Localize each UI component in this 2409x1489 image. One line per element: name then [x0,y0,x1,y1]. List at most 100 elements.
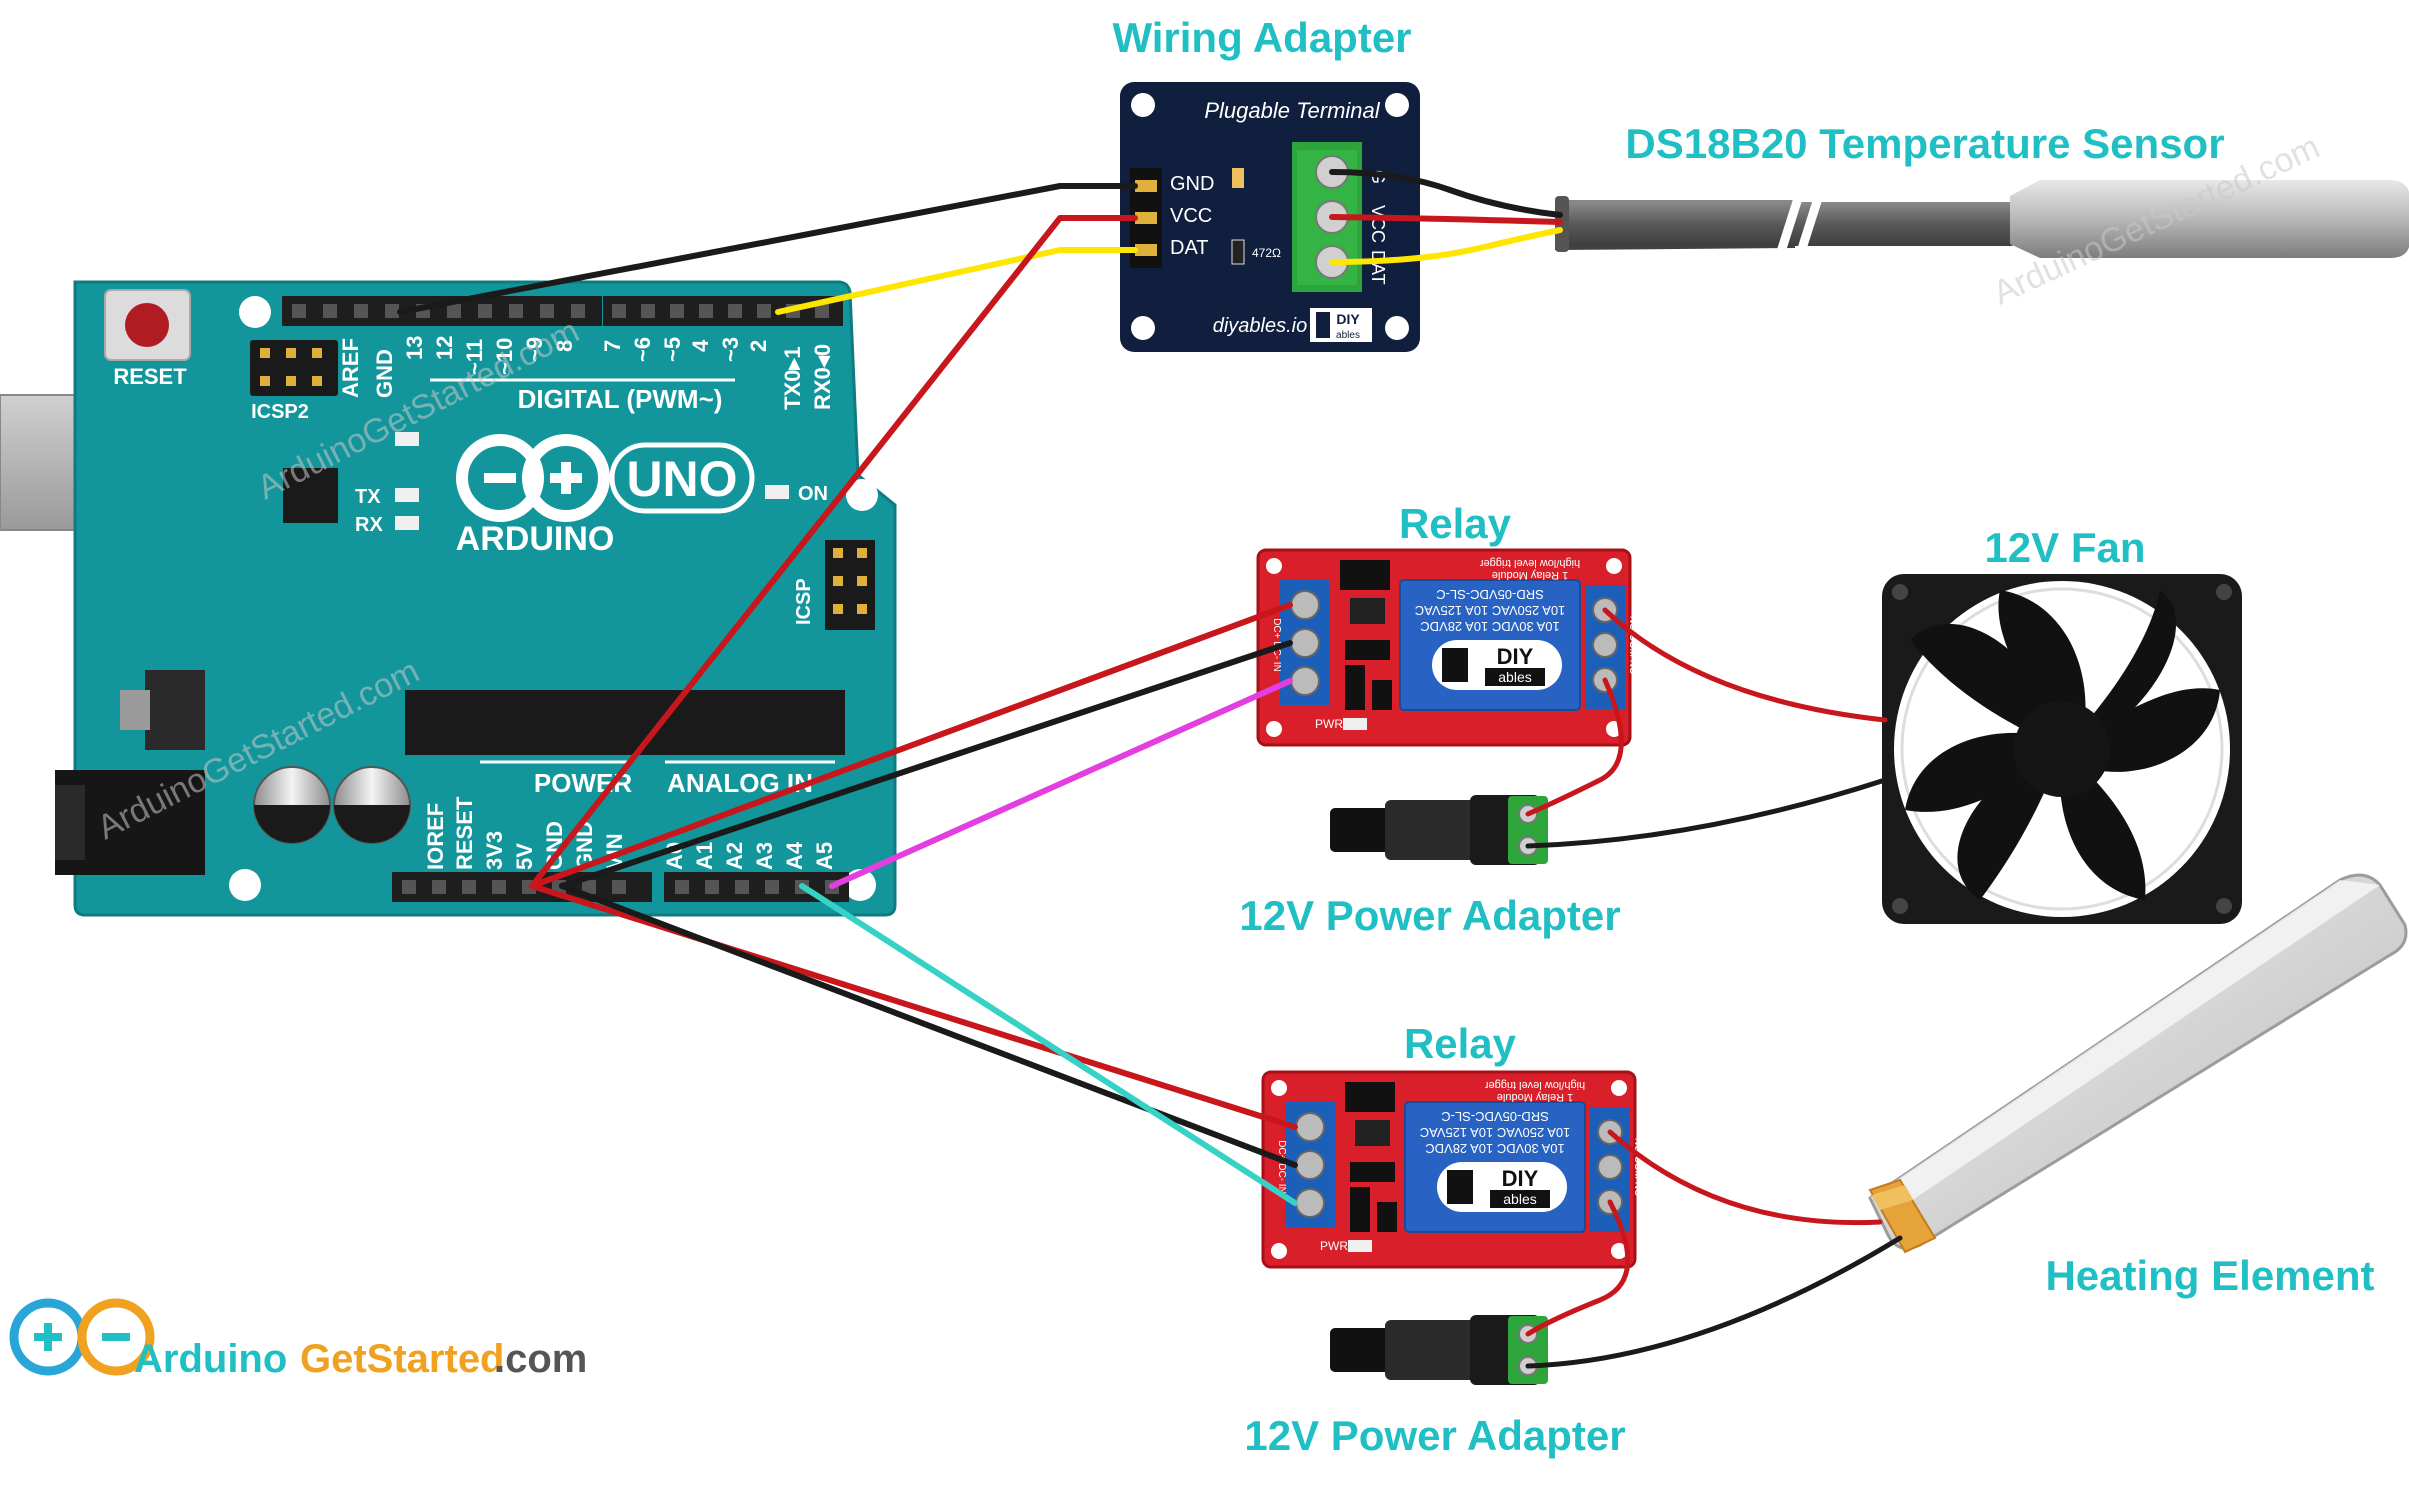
reset-button [125,303,169,347]
pin-9: ~9 [522,337,547,362]
uno-label: UNO [626,451,737,507]
pin-aref: AREF [338,338,363,398]
wire-relay2-power [1525,1199,1631,1337]
relay-2-logo-bottom: ables [1503,1191,1536,1207]
wire-power2-heater [1525,1235,1903,1369]
usb-chip [283,468,338,523]
pin-5v: 5V [512,843,537,870]
relay-module-2: DC+ DC- IN SRD-05VDC-SL-C 10A 250VAC 10A… [1261,1070,1643,1269]
pin-a1: A1 [692,842,717,870]
adapter-pin-dat: DAT [1170,237,1209,259]
tx-label: TX [355,486,381,508]
heating-element-label: Heating Element [2045,1252,2374,1299]
pin-6: ~6 [630,337,655,362]
wire-relay1-power [1525,677,1624,817]
rx-label: RX [355,514,383,536]
relay-1-logo-top: DIY [1497,644,1534,669]
adapter-brand: diyables.io [1213,315,1308,337]
digital-header-low [603,296,843,326]
pin-7: 7 [600,340,625,352]
adapter-logo-bottom: ables [1336,330,1360,341]
adapter-term-dat: DAT [1368,250,1388,285]
relay-1-spec2: 10A 250VAC 10A 125VAC [1415,603,1566,618]
relay-1-label: Relay [1399,500,1512,547]
arduino-infinity-logo [456,434,610,522]
relay-module-1: DC+ DC- IN SRD-05VDC-SL-C 10A 250VAC 10A… [1256,548,1638,747]
adapter-resistor: 472Ω [1252,246,1281,260]
sensor-wire-black [1329,169,1563,218]
wire-relay2-heater [1607,1129,1883,1226]
adapter-pin-vcc: VCC [1170,205,1212,227]
wire-data-adapter [775,247,1138,315]
pin-11: ~11 [462,339,487,375]
pin-a3: A3 [752,842,777,870]
digital-label: DIGITAL (PWM~) [518,384,723,414]
relay-1-spec1: SRD-05VDC-SL-C [1436,587,1544,602]
pin-5: ~5 [660,337,685,362]
wire-a4-relay2 [799,883,1298,1206]
relay-2-input-pins: DC+ DC- IN [1276,1140,1287,1194]
reset-label: RESET [113,364,187,389]
wiring-adapter-label: Wiring Adapter [1112,14,1411,61]
power-label: POWER [534,768,632,798]
icsp-label: ICSP [793,578,815,625]
power-adapter-2-label: 12V Power Adapter [1244,1412,1625,1459]
atmega-chip [405,690,845,755]
relay-1-trigger: high/low level trigger [1480,557,1581,569]
power-adapter-1 [1330,795,1548,865]
analog-label: ANALOG IN [667,768,813,798]
heating-element [1868,873,2408,1254]
wire-power1-fan [1525,777,1888,849]
relay-1-pwr: PWR [1315,717,1343,731]
pin-10: ~10 [492,338,517,375]
fan [1882,574,2242,924]
adapter-term-vcc: VCC [1368,205,1388,243]
adapter-logo-top: DIY [1336,311,1360,327]
relay-2-output-pins: NO COM NC [1632,1138,1643,1196]
ds18b20-sensor [1555,180,2409,258]
pin-3: ~3 [718,337,743,362]
power-adapter-1-label: 12V Power Adapter [1239,892,1620,939]
wire-5v-relay1 [529,602,1293,889]
logo-text-2: GetStarted [300,1337,505,1381]
pin-a2: A2 [722,842,747,870]
fan-label: 12V Fan [1984,524,2145,571]
pin-a5: A5 [812,842,837,870]
wire-a5-relay1 [829,678,1293,889]
wiring-adapter: Plugable Terminal GND VCC DAT 472Ω G VCC… [1120,82,1420,352]
relay-1-spec3: 10A 30VDC 10A 28VDC [1420,619,1559,634]
arduinogetstarted-logo: Arduino GetStarted .com [9,1298,587,1381]
wire-relay1-fan [1602,607,1888,723]
pin-4: 4 [688,339,713,352]
relay-2-spec2: 10A 250VAC 10A 125VAC [1420,1125,1571,1140]
relay-2-label: Relay [1404,1020,1517,1067]
pin-rx0: RX0◂0 [810,344,835,410]
icsp-header [825,540,875,630]
relay-2-spec3: 10A 30VDC 10A 28VDC [1425,1141,1564,1156]
pin-12: 12 [432,336,457,360]
power-adapter-2 [1330,1315,1548,1385]
relay-1-logo-bottom: ables [1498,669,1531,685]
relay-2-pwr: PWR [1320,1239,1348,1253]
pin-gnd-top: GND [372,349,397,398]
relay-1-module: 1 Relay Module [1492,569,1568,581]
adapter-pin-gnd: GND [1170,173,1214,195]
relay-2-trigger: high/low level trigger [1485,1079,1586,1091]
relay-2-module: 1 Relay Module [1497,1091,1573,1103]
wire-gnd-relay1 [559,640,1293,889]
on-label: ON [798,483,828,505]
pin-8: 8 [552,340,577,352]
pin-tx0: TX0▸1 [780,346,805,410]
ds18b20-label: DS18B20 Temperature Sensor [1625,120,2224,167]
wire-5v-adapter [529,215,1138,889]
relay-2-spec1: SRD-05VDC-SL-C [1441,1109,1549,1124]
pin-a4: A4 [782,841,807,870]
pin-reset: RESET [452,796,477,870]
pin-3v3: 3V3 [482,831,507,870]
pin-ioref: IOREF [423,803,448,870]
wires [397,169,1903,1369]
pin-2: 2 [746,340,771,352]
sensor-wire-yellow [1329,227,1563,265]
